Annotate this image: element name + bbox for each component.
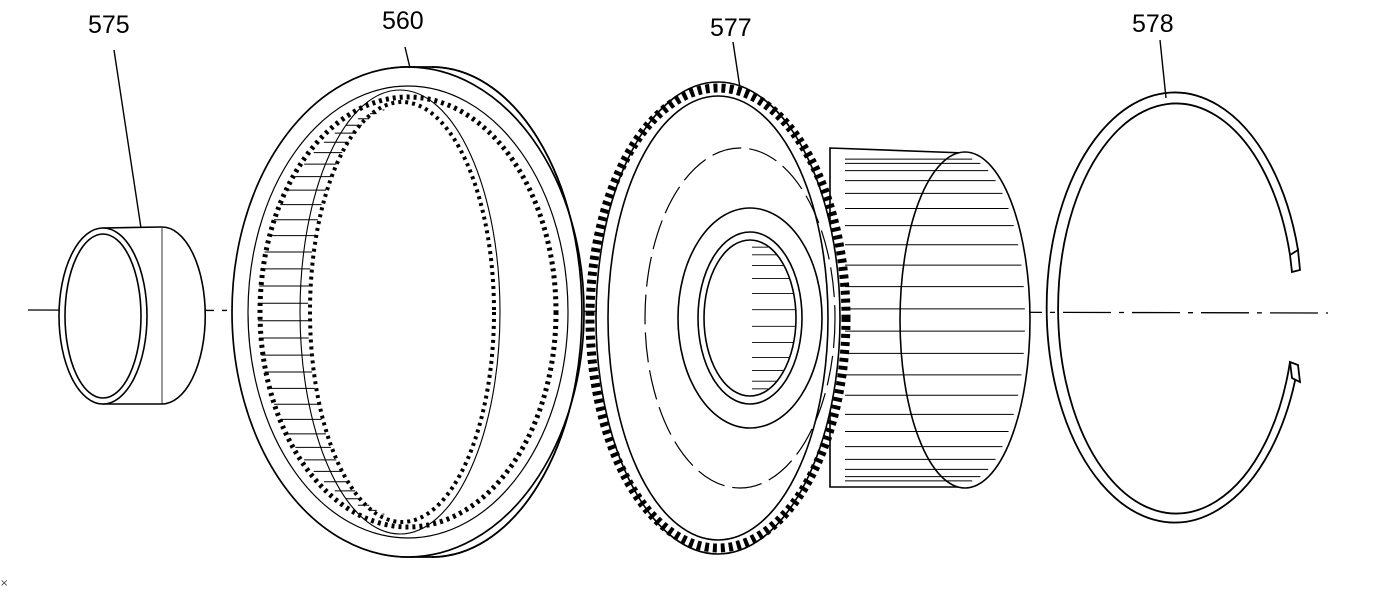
part-560-ring-gear <box>231 66 585 558</box>
leader-lines <box>113 39 1167 229</box>
part-578-snap-ring <box>1045 91 1302 524</box>
callout-577: 577 <box>710 14 752 42</box>
part-575-bushing <box>58 226 207 405</box>
leader-577 <box>732 41 741 89</box>
leader-578 <box>1159 39 1167 99</box>
part-577-gear-hub <box>585 81 1031 555</box>
leader-560 <box>404 46 411 69</box>
callout-578: 578 <box>1132 10 1174 38</box>
callout-560: 560 <box>382 7 424 35</box>
corner-mark: × <box>0 578 9 589</box>
leader-575 <box>113 49 142 229</box>
callout-575: 575 <box>88 11 130 39</box>
